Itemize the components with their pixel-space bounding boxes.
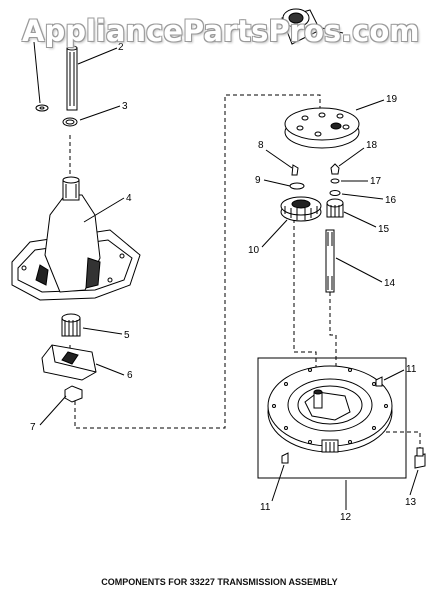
callout-18: 18 xyxy=(366,140,378,151)
callout-5: 5 xyxy=(124,330,130,341)
shaft-part xyxy=(66,45,78,111)
washer-part xyxy=(35,104,49,112)
thrust-washer-part xyxy=(289,182,305,190)
callout-6: 6 xyxy=(127,370,133,381)
callout-0: 0 xyxy=(354,29,360,40)
callout-2: 2 xyxy=(118,42,124,53)
actuator-part xyxy=(64,385,83,403)
base-assembly-frame xyxy=(257,357,407,479)
spacer-part xyxy=(329,190,341,196)
snap-ring-part xyxy=(62,117,78,127)
hex-bolt-part xyxy=(414,447,426,469)
bolt-part xyxy=(281,452,289,464)
callout-10: 10 xyxy=(248,245,260,256)
site-watermark: AppliancePartsPros.com xyxy=(22,14,420,48)
transmission-housing-part xyxy=(11,176,141,301)
callout-7: 7 xyxy=(30,422,36,433)
callout-17: 17 xyxy=(370,176,382,187)
callout-labels: 0 1 2 3 4 5 6 7 8 9 10 11 11 12 13 14 15… xyxy=(25,29,417,523)
pulley-part xyxy=(284,107,360,149)
pinion-shaft-part xyxy=(325,229,335,293)
main-gear-part xyxy=(280,196,322,222)
callout-11-a: 11 xyxy=(406,364,417,375)
small-gear-part xyxy=(326,198,344,218)
bolt-part xyxy=(375,376,383,387)
callout-4: 4 xyxy=(126,193,132,204)
callout-16: 16 xyxy=(385,195,397,206)
callout-9: 9 xyxy=(255,175,261,186)
screw-part xyxy=(291,164,299,176)
callout-19: 19 xyxy=(386,94,398,105)
coupling-part xyxy=(281,8,321,45)
callout-14: 14 xyxy=(384,278,396,289)
diagram-caption: COMPONENTS FOR 33227 TRANSMISSION ASSEMB… xyxy=(101,577,338,587)
callout-15: 15 xyxy=(378,224,390,235)
callout-1: 1 xyxy=(25,33,31,44)
leader-lines xyxy=(33,27,419,510)
callout-8: 8 xyxy=(258,140,264,151)
callout-12: 12 xyxy=(340,512,352,523)
shift-block-part xyxy=(41,344,97,381)
callout-3: 3 xyxy=(122,101,128,112)
pinion-gear-part xyxy=(61,313,81,337)
callout-11-b: 11 xyxy=(260,502,271,513)
pin-part xyxy=(330,163,340,175)
callout-13: 13 xyxy=(405,497,417,508)
base-plate-part xyxy=(267,365,393,453)
small-washer-part xyxy=(330,178,340,184)
